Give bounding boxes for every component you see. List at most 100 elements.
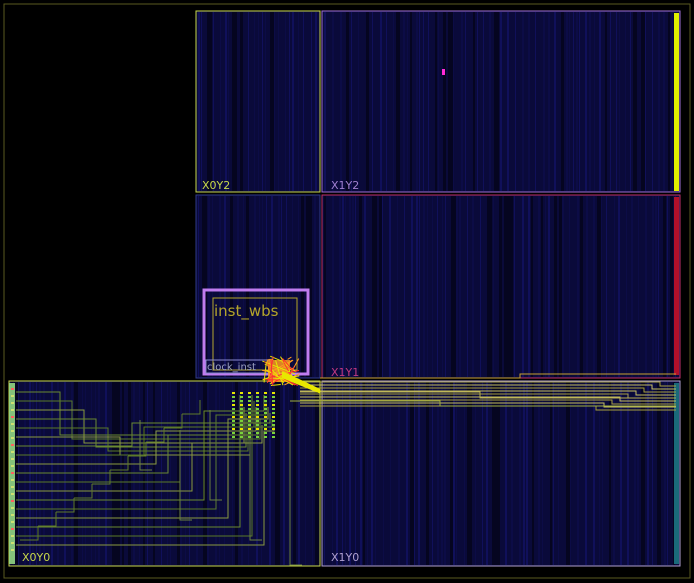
- fabric-column: [289, 12, 290, 191]
- fabric-column: [419, 196, 420, 377]
- clock-region-x1y0[interactable]: [321, 380, 681, 567]
- net-segment: [300, 396, 676, 402]
- fabric-column: [497, 382, 500, 565]
- io-pin: [11, 423, 14, 425]
- io-pin: [11, 507, 14, 509]
- fabric-column: [531, 196, 533, 377]
- fabric-column: [248, 12, 249, 191]
- fabric-column: [371, 382, 373, 565]
- fabric-column: [278, 12, 279, 191]
- fabric-column: [610, 12, 611, 191]
- fabric-column: [230, 196, 233, 377]
- fabric-column: [406, 382, 408, 565]
- placed-cell: [232, 428, 235, 430]
- placed-cell: [240, 436, 243, 438]
- fabric-column: [293, 382, 296, 565]
- pblock-inst-wbs[interactable]: [202, 288, 310, 376]
- fabric-column: [403, 12, 405, 191]
- io-bank-right-middle[interactable]: [674, 197, 679, 375]
- fabric-column: [602, 382, 603, 565]
- placed-cell: [264, 392, 267, 394]
- fabric-column: [483, 12, 484, 191]
- fabric-column: [577, 382, 579, 565]
- fabric-column: [410, 12, 412, 191]
- placed-cell-cluster[interactable]: [232, 355, 321, 438]
- fabric-column: [414, 382, 415, 565]
- clock-region-x0y2[interactable]: [195, 10, 321, 193]
- fabric-column: [453, 382, 455, 565]
- device-outline: [3, 3, 691, 579]
- fabric-column: [625, 12, 626, 191]
- fabric-column: [237, 196, 239, 377]
- fabric-column: [351, 12, 352, 191]
- fabric-column: [445, 196, 446, 377]
- fabric-column: [416, 12, 418, 191]
- placed-cell: [256, 428, 259, 430]
- net-segment: [110, 456, 129, 471]
- fabric-column: [243, 196, 244, 377]
- fabric-column: [613, 382, 615, 565]
- fabric-column: [224, 382, 225, 565]
- fabric-column: [372, 12, 373, 191]
- fabric-column: [442, 196, 443, 377]
- clock-region-x1y2[interactable]: [321, 10, 681, 193]
- fabric-column: [241, 382, 243, 565]
- fabric-column: [450, 382, 454, 565]
- local-net: [266, 359, 271, 380]
- io-pin: [11, 402, 14, 404]
- fabric-column: [492, 382, 497, 565]
- fabric-column: [489, 12, 491, 191]
- net-segment: [16, 413, 271, 528]
- fabric-column: [499, 196, 502, 377]
- fabric-column: [283, 382, 285, 565]
- fabric-column: [266, 196, 267, 377]
- fabric-column: [298, 196, 299, 377]
- fabric-column: [652, 196, 654, 377]
- io-pin: [11, 528, 14, 530]
- fabric-column: [228, 12, 229, 191]
- placed-cell: [232, 400, 235, 402]
- io-bank-right-top[interactable]: [674, 13, 679, 191]
- pblock-inst-wbs-inner: [212, 297, 298, 371]
- placed-cell: [232, 396, 235, 398]
- placed-cell: [272, 400, 275, 402]
- clock-region-x0y1[interactable]: [195, 194, 321, 379]
- placed-cell: [240, 416, 243, 418]
- fabric-column: [451, 196, 456, 377]
- net-segment: [249, 415, 262, 541]
- fabric-column: [254, 196, 256, 377]
- net-segment: [139, 420, 152, 471]
- fabric-column: [619, 12, 620, 191]
- net-bundle: [281, 376, 321, 394]
- fabric-column: [647, 382, 649, 565]
- fabric-column: [645, 196, 647, 377]
- fabric-column: [312, 382, 313, 565]
- placed-cell: [264, 412, 267, 414]
- fabric-column: [435, 12, 437, 191]
- fabric-column: [487, 196, 492, 377]
- fabric-column: [561, 12, 564, 191]
- fabric-column: [618, 196, 620, 377]
- net-segment: [16, 400, 243, 440]
- fabric-column: [314, 196, 316, 377]
- fabric-column: [671, 12, 673, 191]
- placed-cell: [272, 420, 275, 422]
- fabric-column: [638, 196, 639, 377]
- placed-cell: [240, 432, 243, 434]
- fabric-column: [375, 196, 377, 377]
- fabric-column: [626, 196, 627, 377]
- cell-marker[interactable]: [442, 69, 445, 75]
- fabric-column: [441, 382, 443, 565]
- local-net: [287, 356, 292, 360]
- placed-cell: [272, 396, 275, 398]
- io-bank-right-bottom[interactable]: [674, 383, 679, 564]
- fabric-column: [355, 382, 356, 565]
- fabric-column: [528, 12, 530, 191]
- net-segment: [16, 425, 263, 492]
- io-pin: [11, 514, 14, 516]
- net-segment: [300, 387, 676, 393]
- io-pin: [11, 444, 14, 446]
- placed-cell: [272, 412, 275, 414]
- fabric-column: [170, 382, 171, 565]
